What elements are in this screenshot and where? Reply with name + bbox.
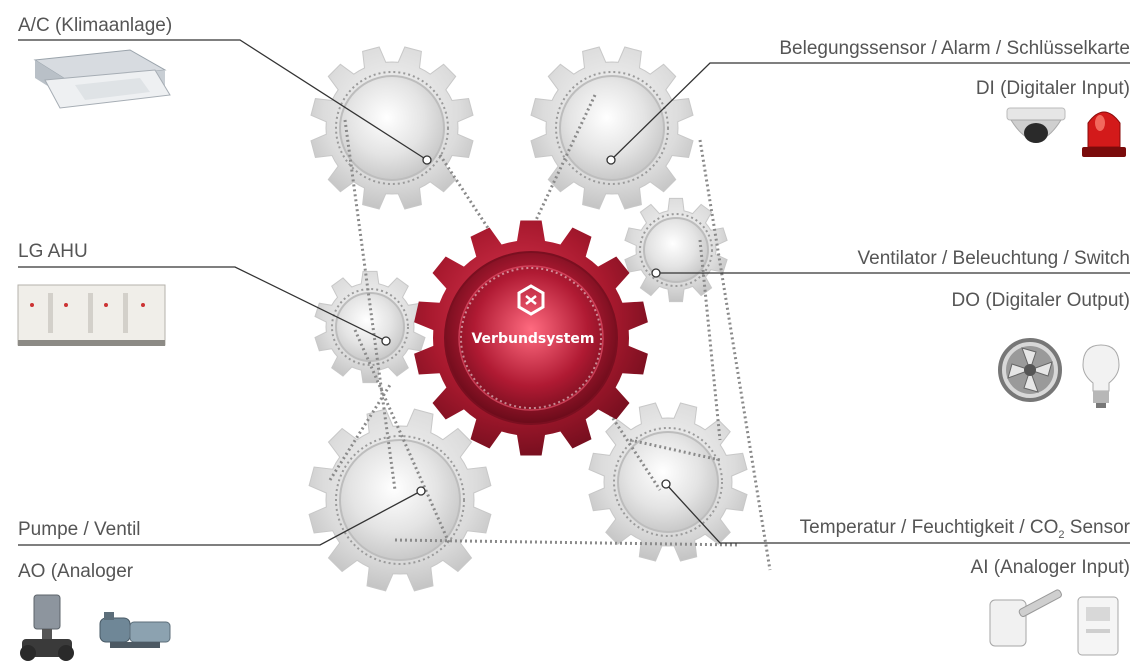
- label-ac: A/C (Klimaanlage): [18, 15, 173, 36]
- gear-group: [308, 46, 748, 592]
- central-gear: [414, 220, 648, 456]
- duct-sensor-icon: [989, 589, 1062, 647]
- label-ao: AO (Analoger: [18, 561, 134, 582]
- leader-dots: [381, 155, 671, 496]
- label-ai: AI (Analoger Input): [970, 557, 1130, 578]
- label-pump: Pumpe / Ventil: [18, 519, 141, 540]
- label-di: DI (Digitaler Input): [975, 78, 1130, 99]
- connect-logo-icon: [517, 284, 545, 316]
- light-bulb-icon: [1082, 344, 1120, 408]
- gear-ahu: [314, 270, 426, 384]
- ahu-unit-icon: [17, 284, 166, 346]
- ac-cassette-icon: [33, 49, 171, 109]
- gear-ventilator: [624, 197, 728, 303]
- room-sensor-icon: [1077, 596, 1119, 656]
- label-temperature: Temperatur / Feuchtigkeit / CO2 Sensor: [799, 517, 1130, 541]
- central-system-label: Verbundsystem: [471, 331, 595, 347]
- leader-lines: [18, 39, 1130, 546]
- gear-pump: [308, 408, 492, 592]
- label-do: DO (Digitaler Output): [951, 290, 1130, 311]
- pump-icon: [99, 612, 171, 648]
- fan-icon: [998, 338, 1062, 402]
- gear-occupancy: [530, 46, 694, 210]
- label-occupancy: Belegungssensor / Alarm / Schlüsselkarte: [779, 38, 1130, 59]
- dome-camera-icon: [1006, 107, 1066, 143]
- label-ahu: LG AHU: [18, 241, 88, 262]
- label-ventilator: Ventilator / Beleuchtung / Switch: [857, 248, 1131, 269]
- alarm-light-icon: [1082, 111, 1126, 157]
- valve-icon: [20, 594, 74, 661]
- gear-ac: [310, 46, 474, 210]
